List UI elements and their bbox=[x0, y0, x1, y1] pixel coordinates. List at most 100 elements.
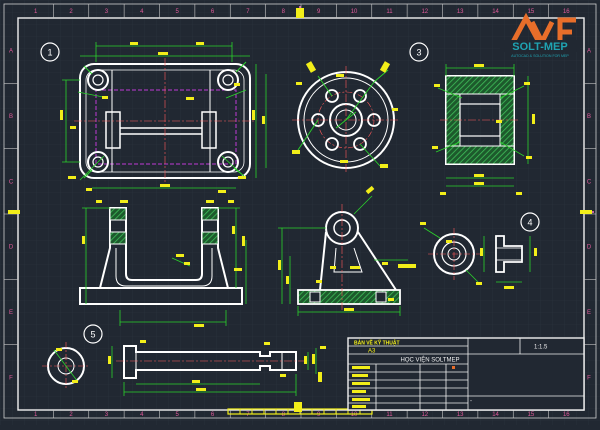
view-4-bushing: 4 bbox=[420, 212, 540, 289]
sheet-size: A3 bbox=[368, 349, 376, 355]
view-4-callout-circle bbox=[520, 212, 540, 232]
zone-column-label: 16 bbox=[563, 412, 570, 418]
zone-column-label: 8 bbox=[282, 412, 286, 418]
view-2-front-view bbox=[79, 200, 247, 327]
view-1-leaders bbox=[83, 61, 247, 179]
outer-frame bbox=[3, 3, 597, 419]
zone-column-label: 6 bbox=[211, 412, 215, 418]
bushing-side bbox=[495, 235, 523, 273]
zone-column-label: 16 bbox=[563, 9, 570, 15]
zone-column-label: 10 bbox=[351, 412, 358, 418]
zone-column-label: 12 bbox=[421, 412, 428, 418]
title-block-frame bbox=[347, 337, 585, 411]
zone-column-label: 11 bbox=[386, 9, 393, 15]
view-1-dim-text bbox=[60, 42, 265, 193]
view-3-number: 3 bbox=[416, 48, 421, 58]
flange-section-dim-text bbox=[432, 64, 535, 195]
zone-column-label: 11 bbox=[386, 412, 393, 418]
zone-column-label: 2 bbox=[69, 412, 73, 418]
zone-row-label: D bbox=[587, 245, 592, 251]
drawing-scale: 1:1.5 bbox=[534, 345, 548, 351]
brand-logo: SOLT-MEP AUTOCAD & SOLUTION FOR MEP bbox=[500, 12, 580, 58]
view-4-number: 4 bbox=[527, 218, 532, 228]
centering-marks-yellow bbox=[8, 8, 592, 412]
hatch-left-top bbox=[109, 207, 127, 221]
support-web bbox=[333, 247, 363, 273]
zone-column-label: 3 bbox=[105, 412, 109, 418]
bracket-body-section bbox=[99, 207, 229, 289]
zone-column-label: 5 bbox=[176, 9, 180, 15]
zone-row-label: E bbox=[9, 310, 13, 316]
view-2-dimensions bbox=[82, 207, 247, 326]
zone-column-label: 5 bbox=[176, 412, 180, 418]
bushing-dimensions bbox=[423, 227, 531, 283]
zone-row-label: A bbox=[9, 49, 13, 55]
logo-mark bbox=[509, 12, 576, 48]
zone-column-label: 4 bbox=[140, 412, 144, 418]
flange-section-dimensions bbox=[435, 64, 529, 187]
zone-column-label: 1 bbox=[34, 9, 38, 15]
logo-name: SOLT-MEP bbox=[512, 41, 567, 53]
support-slot-right bbox=[375, 291, 387, 303]
title-block: BẢN VẼ KỸ THUẬT A3 1:1.5 HỌC VIỆN SOLTME… bbox=[347, 337, 585, 411]
zone-column-label: 8 bbox=[282, 9, 286, 15]
title-block-grid bbox=[348, 338, 584, 410]
zone-column-label: 12 bbox=[421, 9, 428, 15]
logo-name-backdrop bbox=[500, 40, 580, 52]
view-3-flange-section bbox=[432, 64, 535, 195]
bushing-centerlines bbox=[428, 228, 480, 280]
view-5-callout-circle bbox=[83, 324, 103, 344]
zone-row-label: E bbox=[587, 310, 591, 316]
view-5-number: 5 bbox=[90, 330, 95, 340]
zone-column-label: 13 bbox=[457, 412, 464, 418]
zone-column-label: 1 bbox=[34, 412, 38, 418]
zone-column-label: 15 bbox=[528, 9, 535, 15]
organization-name: HỌC VIỆN SOLTMEP bbox=[401, 356, 460, 364]
hatch-left-mid bbox=[109, 231, 127, 245]
zone-row-label: A bbox=[587, 49, 591, 55]
zone-row-label: D bbox=[9, 245, 14, 251]
zone-column-label: 9 bbox=[317, 412, 321, 418]
zone-column-label: 3 bbox=[105, 9, 109, 15]
hatch-right-mid bbox=[201, 231, 219, 245]
support-base-section bbox=[297, 289, 401, 305]
zone-column-label: 14 bbox=[492, 9, 499, 15]
view-3-leaders bbox=[297, 69, 389, 167]
zone-column-label: 4 bbox=[140, 9, 144, 15]
title-block-header: BẢN VẼ KỸ THUẬT bbox=[354, 340, 400, 347]
shaft-dimensions bbox=[53, 346, 317, 396]
zone-column-labels: 1122334455667788991010111112121313141415… bbox=[34, 4, 570, 418]
title-block-entries bbox=[352, 366, 370, 408]
view-1-callout-circle bbox=[40, 42, 60, 62]
zone-column-label: 2 bbox=[69, 9, 73, 15]
zone-column-label: 14 bbox=[492, 412, 499, 418]
zone-row-label: B bbox=[587, 114, 591, 120]
hatch-right-top bbox=[201, 207, 219, 221]
zone-column-label: 7 bbox=[246, 412, 250, 418]
support-dim-text bbox=[278, 185, 416, 311]
zone-column-label: 10 bbox=[351, 9, 358, 15]
base-flange bbox=[79, 287, 243, 305]
title-block-marks bbox=[452, 366, 455, 369]
zone-row-label: C bbox=[587, 179, 592, 185]
zone-row-label: F bbox=[9, 375, 13, 381]
zone-column-label: 7 bbox=[246, 9, 250, 15]
bushing-dim-text bbox=[420, 222, 537, 289]
flange-hatch-top bbox=[445, 75, 515, 95]
support-dimensions bbox=[278, 195, 408, 316]
shaft-profile bbox=[123, 345, 297, 379]
view-1-number: 1 bbox=[47, 48, 52, 58]
logo-tagline: AUTOCAD & SOLUTION FOR MEP bbox=[511, 54, 569, 58]
zone-row-label: F bbox=[587, 375, 591, 381]
hidden-outline bbox=[95, 89, 237, 165]
zone-column-label: 15 bbox=[528, 412, 535, 418]
zone-row-label: B bbox=[9, 114, 13, 120]
view-3-flange-face: 3 bbox=[292, 42, 429, 174]
zone-column-label: 6 bbox=[211, 9, 215, 15]
corner-holes bbox=[87, 69, 239, 173]
bushing-side-bore bbox=[495, 247, 523, 261]
bracket-inner-edge bbox=[115, 248, 213, 287]
